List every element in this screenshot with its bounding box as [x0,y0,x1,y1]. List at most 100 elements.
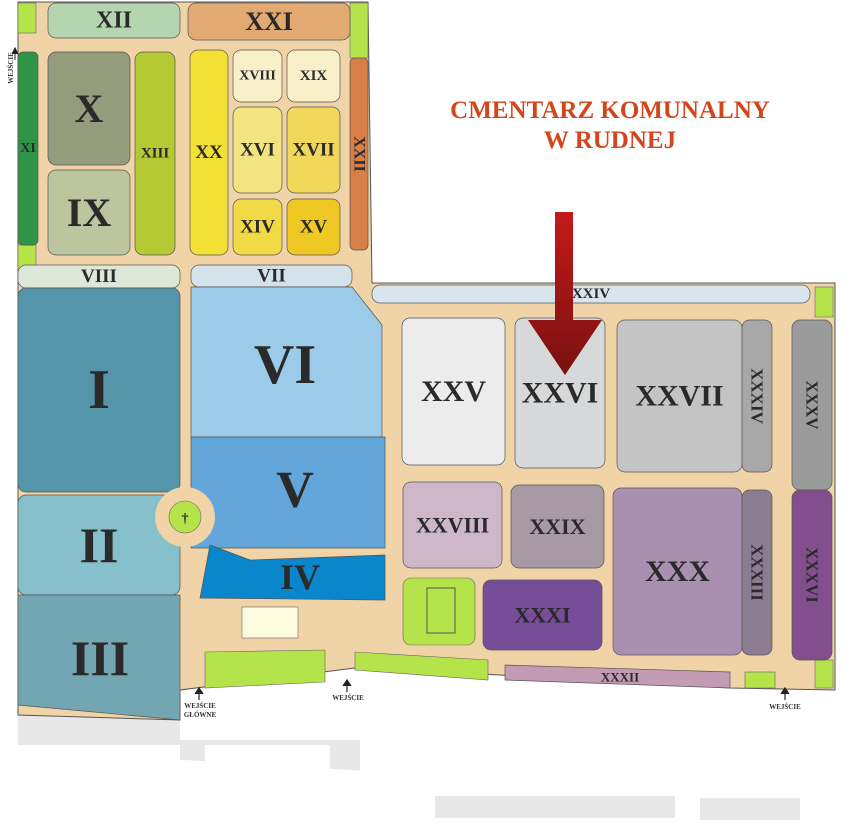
section-area[interactable] [504,664,731,689]
section-xvii[interactable]: XVII [286,106,341,194]
section-label: VI [254,334,316,396]
section-area[interactable] [47,51,131,166]
section-v[interactable]: V [190,436,386,549]
section-viii[interactable]: VIII [17,264,181,289]
entrance-east-label: WEJŚCIE [769,703,801,711]
section-xix[interactable]: XIX [286,49,341,103]
section-area[interactable] [741,319,773,473]
section-area[interactable] [134,51,176,256]
section-area[interactable] [187,2,351,41]
section-label: XVIII [239,69,276,84]
section-label: XX [195,142,223,163]
section-xxv[interactable]: XXV [401,317,506,466]
section-xv[interactable]: XV [286,198,341,256]
section-label: XXI [245,7,293,36]
section-label: XXIX [529,514,585,539]
section-label: XXXIII [748,544,767,601]
section-xxviii[interactable]: XXVIII [402,481,503,569]
section-area[interactable] [17,287,181,493]
location-arrow-icon [528,212,602,375]
section-label: VII [257,266,286,287]
section-area[interactable] [349,57,369,251]
section-xxvi[interactable]: XXVI [514,317,606,469]
entrance-east: WEJŚCIE [769,686,801,711]
section-xx[interactable]: XX [189,49,229,256]
section-area[interactable] [47,169,131,256]
section-area[interactable] [199,544,386,601]
section-label: XXX [645,555,710,588]
section-xvi[interactable]: XVI [232,106,283,194]
section-ii[interactable]: II [17,494,181,596]
section-xxx[interactable]: XXX [612,487,743,656]
section-xxxiv[interactable]: XXXIV [741,319,773,473]
section-area[interactable] [286,106,341,194]
section-xiii[interactable]: XIII [134,51,176,256]
section-xiv[interactable]: XIV [232,198,283,256]
section-area[interactable] [17,594,181,721]
section-label: XXVIII [416,513,489,538]
entrance-west-label: WEJŚCIE [7,52,15,84]
outside-roads [18,715,851,826]
section-label: XXXII [601,670,639,685]
section-label: XXVI [522,377,599,410]
section-xxvii[interactable]: XXVII [616,319,743,473]
section-xxxiii[interactable]: XXXIII [741,489,773,656]
section-area[interactable] [232,198,283,256]
section-area[interactable] [286,49,341,103]
section-label: XIII [141,146,170,162]
section-xxi[interactable]: XXI [187,2,351,41]
section-xxxvi[interactable]: XXXVI [791,489,833,661]
section-area[interactable] [190,286,383,438]
building [241,606,299,639]
up-arrow-icon [11,46,19,60]
section-area[interactable] [510,484,605,569]
section-label: XXXVI [803,547,822,603]
section-label: XXXV [803,380,822,430]
section-xii[interactable]: XII [47,2,181,39]
section-xxix[interactable]: XXIX [510,484,605,569]
section-area[interactable] [189,49,229,256]
section-area[interactable] [741,489,773,656]
section-iv[interactable]: IV [199,544,386,601]
section-xviii[interactable]: XVIII [232,49,283,103]
section-area[interactable] [482,579,603,651]
section-xi[interactable]: XI [17,51,39,246]
section-xxxi[interactable]: XXXI [482,579,603,651]
section-area[interactable] [17,51,39,246]
section-i[interactable]: I [17,287,181,493]
section-label: V [276,462,314,519]
section-area[interactable] [232,106,283,194]
section-area[interactable] [47,2,181,39]
section-label: XV [300,217,328,238]
section-area[interactable] [286,198,341,256]
section-label: IX [67,190,112,235]
up-arrow-icon [342,678,352,692]
section-label: XXV [421,375,486,408]
section-area[interactable] [791,489,833,661]
section-label: XXIV [572,286,611,302]
section-label: XXVII [635,380,723,413]
roundabout-green [168,500,202,534]
section-area[interactable] [232,49,283,103]
section-xxii[interactable]: XXII [349,57,369,251]
section-area[interactable] [401,317,506,466]
section-vii[interactable]: VII [190,264,353,288]
section-xxiv[interactable]: XXIV [371,284,811,304]
section-label: I [88,359,110,421]
entrance-middle-label: WEJŚCIE [332,694,364,702]
section-area[interactable] [402,481,503,569]
section-xxxii[interactable]: XXXII [504,664,731,689]
entrance-main-label-2: GŁÓWNE [184,711,217,719]
section-vi[interactable]: VI [190,286,383,438]
section-x[interactable]: X [47,51,131,166]
section-iii[interactable]: III [17,594,181,721]
section-area[interactable] [371,284,811,304]
section-ix[interactable]: IX [47,169,131,256]
greenery [17,2,834,689]
section-label: XXXI [514,603,570,628]
section-label: X [75,86,104,131]
map-title-line2: W RUDNEJ [544,127,676,154]
section-xxxv[interactable]: XXXV [791,319,833,491]
